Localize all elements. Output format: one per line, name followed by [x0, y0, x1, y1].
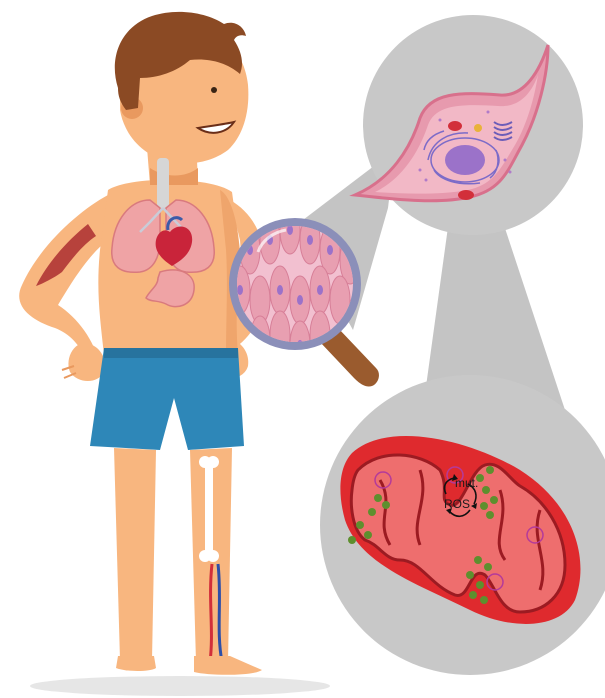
ros-label: ROS — [444, 497, 470, 511]
right-foot — [194, 656, 262, 675]
left-leg — [114, 448, 156, 660]
artery — [210, 564, 212, 662]
left-foot — [116, 656, 156, 671]
left-hand — [68, 345, 105, 381]
person-figure — [19, 12, 262, 675]
left-arm — [19, 195, 108, 365]
mitochondrion-small-1 — [448, 121, 462, 131]
shorts-waistband — [104, 348, 238, 358]
nucleus — [445, 145, 485, 175]
eye — [211, 87, 217, 93]
shorts — [90, 348, 244, 450]
mitochondrion-small-2 — [458, 190, 474, 200]
ground-shadow — [30, 676, 330, 696]
trachea — [157, 158, 169, 208]
mutation-label: mut. — [455, 476, 478, 490]
vesicle-yellow — [474, 124, 482, 132]
